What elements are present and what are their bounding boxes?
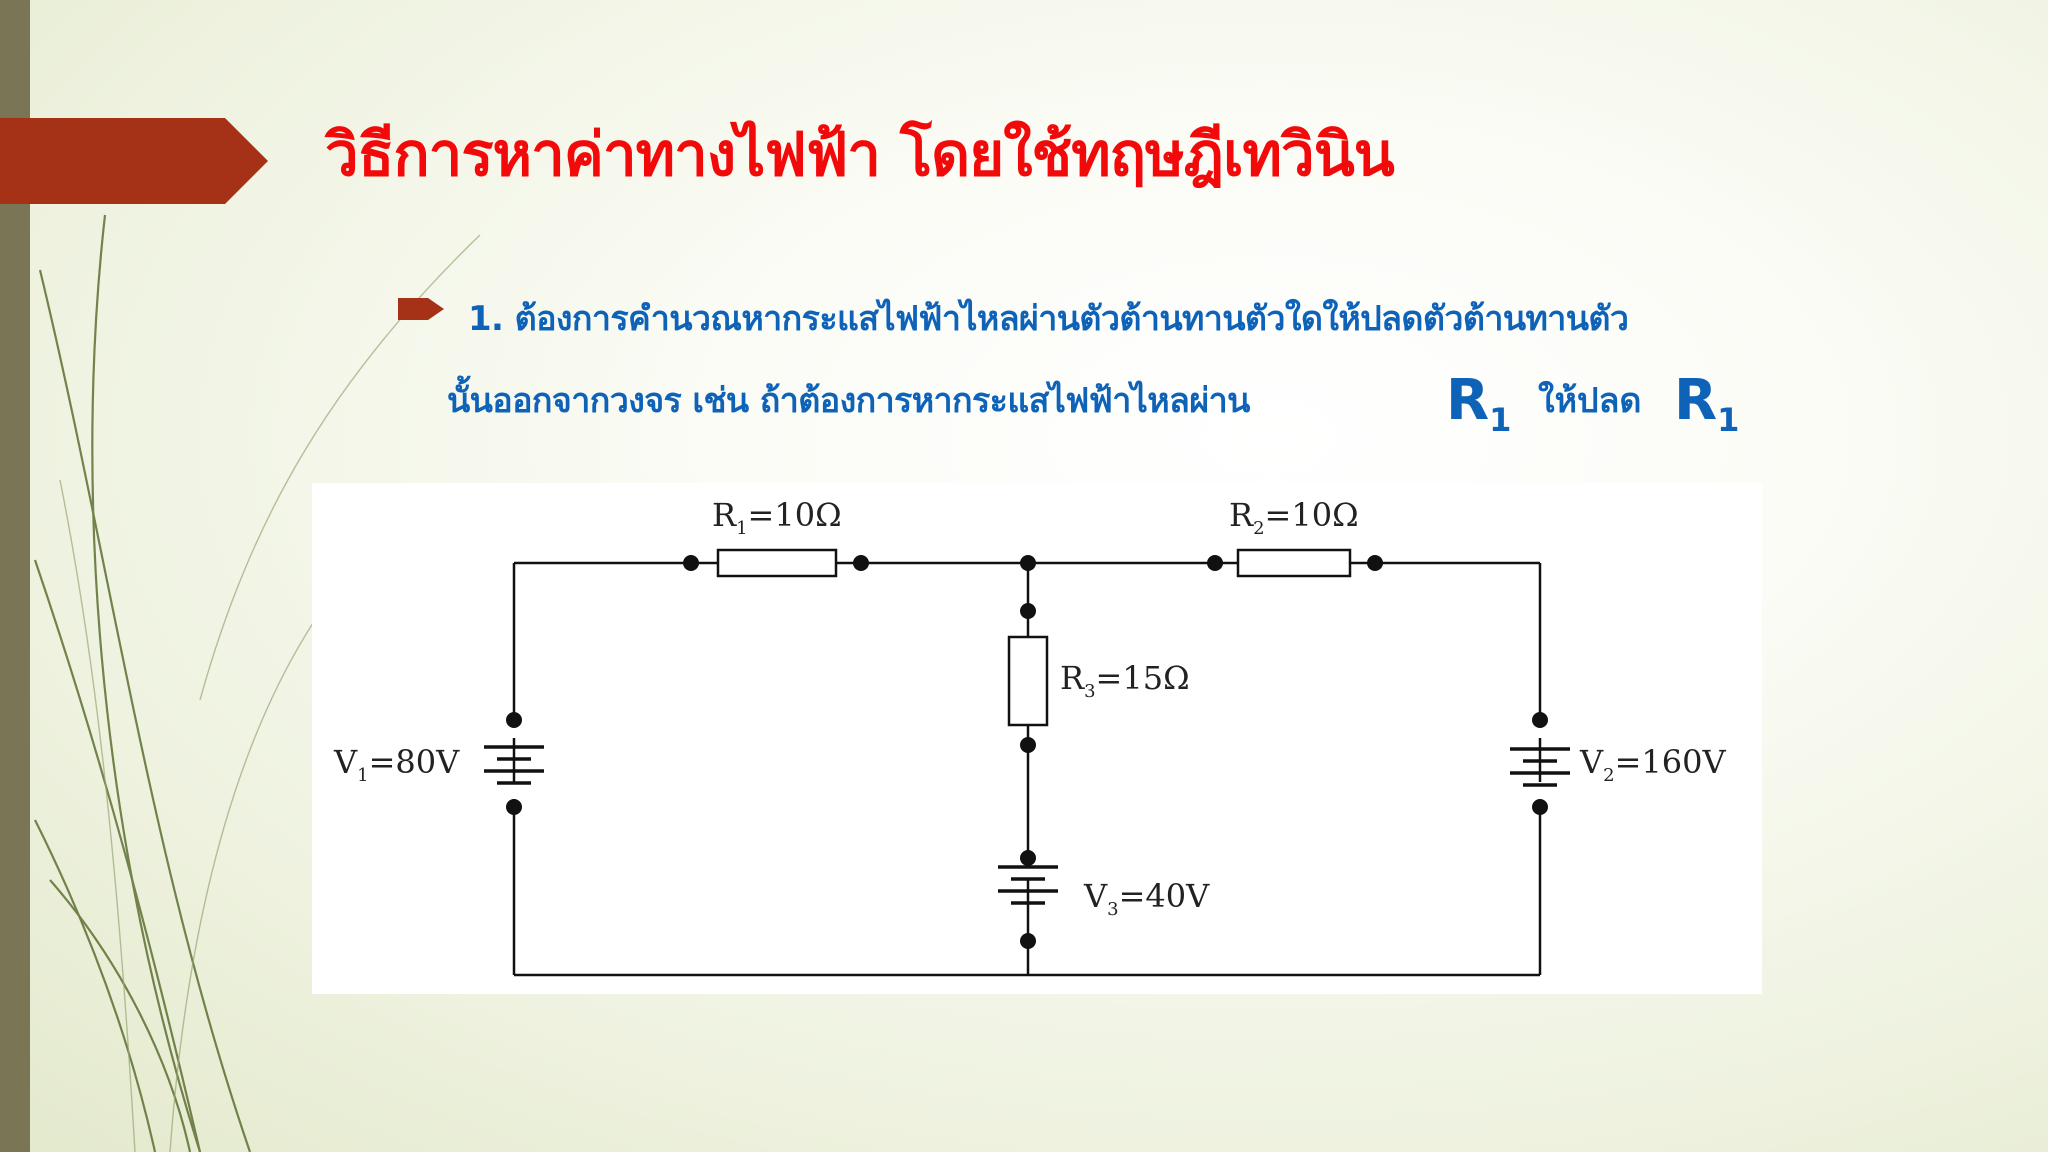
label-r2: R2=10Ω: [1229, 496, 1359, 539]
circuit-svg: R1=10Ω R2=10Ω R3=15Ω V1=80V V2=160V V3=4…: [333, 496, 1726, 977]
bullet-text-remove: ให้ปลด: [1538, 381, 1642, 421]
r1-symbol-subscript-2: 1: [1717, 401, 1740, 439]
label-v3: V3=40V: [1083, 877, 1210, 920]
label-r1: R1=10Ω: [712, 496, 842, 539]
r1-symbol-letter: R: [1446, 368, 1490, 433]
circuit-diagram: R1=10Ω R2=10Ω R3=15Ω V1=80V V2=160V V3=4…: [312, 483, 1762, 994]
circuit-nodes: [506, 555, 1548, 949]
bullet-arrow-icon: [398, 298, 444, 320]
resistor-r3: [1007, 635, 1049, 727]
battery-v2: [1510, 747, 1570, 787]
label-v1: V1=80V: [333, 743, 460, 786]
r1-symbol-inline-2: R1: [1674, 366, 1739, 455]
bullet-text-line-2: นั้นออกจากวงจร เช่น ถ้าต้องการหากระแสไฟฟ…: [447, 381, 1250, 421]
bullet-text-line-1: 1. ต้องการคำนวณหากระแสไฟฟ้าไหลผ่านตัวต้า…: [468, 299, 1629, 339]
battery-v3: [998, 865, 1058, 905]
r1-symbol-letter-2: R: [1674, 368, 1718, 433]
title-arrow-shape: [0, 118, 268, 204]
circuit-wires: [512, 561, 1542, 977]
label-v2: V2=160V: [1579, 743, 1726, 786]
slide-title: วิธีการหาค่าทางไฟฟ้า โดยใช้ทฤษฎีเทวินิน: [325, 120, 1395, 190]
r1-symbol-inline: R1: [1446, 366, 1511, 455]
resistor-r1: [716, 548, 838, 578]
r1-symbol-subscript: 1: [1489, 401, 1512, 439]
battery-v1: [484, 745, 544, 785]
label-r3: R3=15Ω: [1060, 659, 1190, 702]
resistor-r2: [1236, 548, 1352, 578]
